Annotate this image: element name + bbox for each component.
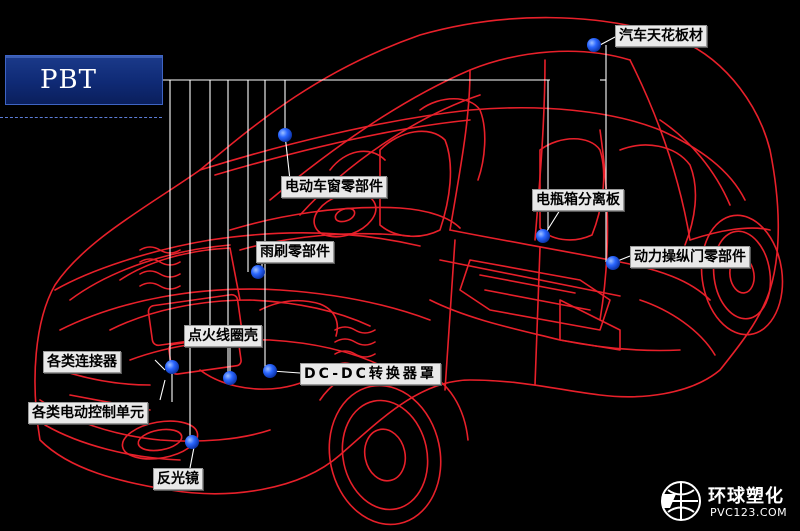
label-dcdc: DC-DC转换器罩	[300, 363, 441, 385]
front-spring-right	[334, 326, 376, 370]
car-wireframe	[34, 16, 784, 526]
marker-dcdc	[263, 364, 277, 378]
marker-wiper	[251, 265, 265, 279]
label-battery: 电瓶箱分离板	[532, 189, 624, 211]
rear-wheel	[700, 214, 784, 336]
brand-logo: 环球塑化 PVC123.COM	[660, 476, 796, 526]
front-wheel	[328, 384, 442, 526]
logo-name: 环球塑化	[708, 486, 784, 507]
marker-ignition	[223, 371, 237, 385]
marker-connectors	[165, 360, 179, 374]
roof-line	[199, 107, 746, 201]
label-roof: 汽车天花板材	[615, 25, 707, 47]
marker-window	[278, 128, 292, 142]
marker-roof	[587, 38, 601, 52]
label-connectors: 各类连接器	[43, 351, 121, 373]
logo-site: PVC123.COM	[710, 506, 788, 519]
front-spring-left	[139, 246, 181, 290]
label-ignition: 点火线圈壳	[184, 325, 262, 347]
marker-reflector	[185, 435, 199, 449]
label-ecu: 各类电动控制单元	[28, 402, 148, 424]
label-window: 电动车窗零部件	[281, 176, 387, 198]
headlight	[121, 420, 199, 460]
title-divider	[0, 117, 162, 118]
page-title: PBT	[40, 65, 97, 95]
marker-battery	[536, 229, 550, 243]
title-bar: PBT	[5, 55, 163, 105]
label-wiper: 雨刷零部件	[256, 241, 334, 263]
marker-door	[606, 256, 620, 270]
markers	[165, 38, 620, 449]
globe-logo-icon	[661, 481, 701, 521]
label-reflector: 反光镜	[153, 468, 203, 490]
label-door: 动力操纵门零部件	[630, 246, 750, 268]
